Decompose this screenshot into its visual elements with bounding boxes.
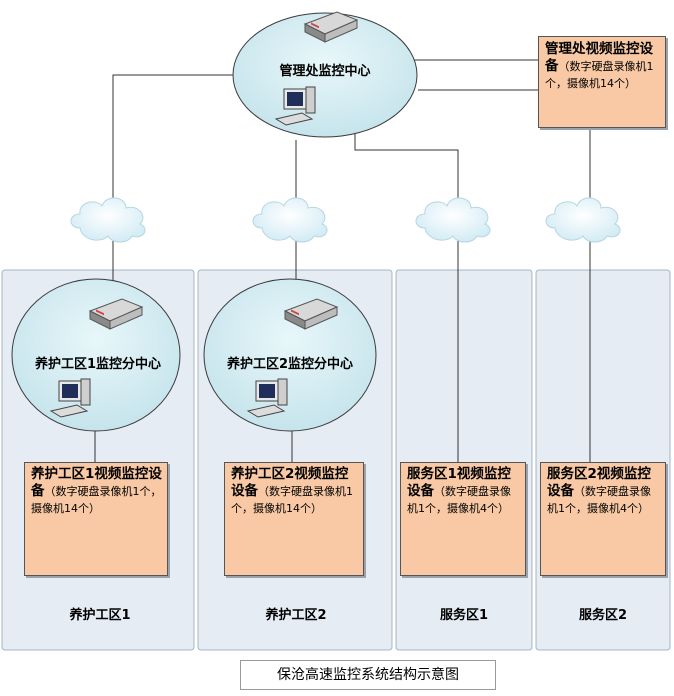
zone-2-equipment-note: （数字硬盘录像机1个，摄像机14个） (231, 485, 353, 515)
zone-4-equipment-title: 服务区2视频监控设备 (547, 466, 651, 499)
zone-3-equipment-box: 服务区1视频监控设备（数字硬盘录像机1个，摄像机4个） (400, 462, 526, 576)
diagram-caption: 保沧高速监控系统结构示意图 (240, 660, 496, 690)
zone-2-equipment-title: 养护工区2视频监控设备 (231, 466, 349, 499)
hq-equipment-box: 管理处视频监控设 备（数字硬盘录像机1个，摄像机14个） (538, 36, 666, 128)
zone-1-equipment-note: （数字硬盘录像机1个，摄像机14个） (31, 485, 162, 515)
cloud-icon (70, 197, 146, 243)
connection-lines (94, 59, 591, 462)
zone-2-hub-label: 养护工区2监控分中心 (226, 357, 354, 372)
zone-3-equipment-note: （数字硬盘录像机1个，摄像机4个） (407, 485, 511, 515)
zone-4-equipment-note: （数字硬盘录像机1个，摄像机4个） (547, 485, 651, 515)
zone-1-hub-label: 养护工区1监控分中心 (34, 357, 162, 372)
zone-2-equipment-box: 养护工区2视频监控设备（数字硬盘录像机1个，摄像机14个） (224, 462, 364, 576)
zone-1-label: 养护工区1 (69, 608, 131, 623)
hq-hub-ellipse (232, 12, 418, 138)
hq-equipment-title-tail: 备 (545, 58, 559, 74)
hq-hub-label: 管理处监控中心 (279, 64, 371, 79)
zone-2-label: 养护工区2 (265, 608, 327, 623)
cloud-icon (415, 197, 491, 243)
zone-background-3 (395, 269, 533, 651)
hq-equipment-note: （数字硬盘录像机1个，摄像机14个） (545, 60, 654, 90)
cloud-icon (545, 197, 621, 243)
zone-4-label: 服务区2 (578, 608, 628, 623)
hq-equipment-title: 管理处视频监控设 (545, 41, 653, 57)
zone-3-label: 服务区1 (439, 608, 489, 623)
zone-1-equipment-title: 养护工区1视频监控设备 (31, 466, 162, 499)
zone-1-equipment-box: 养护工区1视频监控设备（数字硬盘录像机1个，摄像机14个） (24, 462, 168, 576)
zone-4-equipment-box: 服务区2视频监控设备（数字硬盘录像机1个，摄像机4个） (540, 462, 666, 576)
zone-background-4 (535, 269, 671, 651)
cloud-icon (252, 197, 328, 243)
zone-3-equipment-title: 服务区1视频监控设备 (407, 466, 511, 499)
